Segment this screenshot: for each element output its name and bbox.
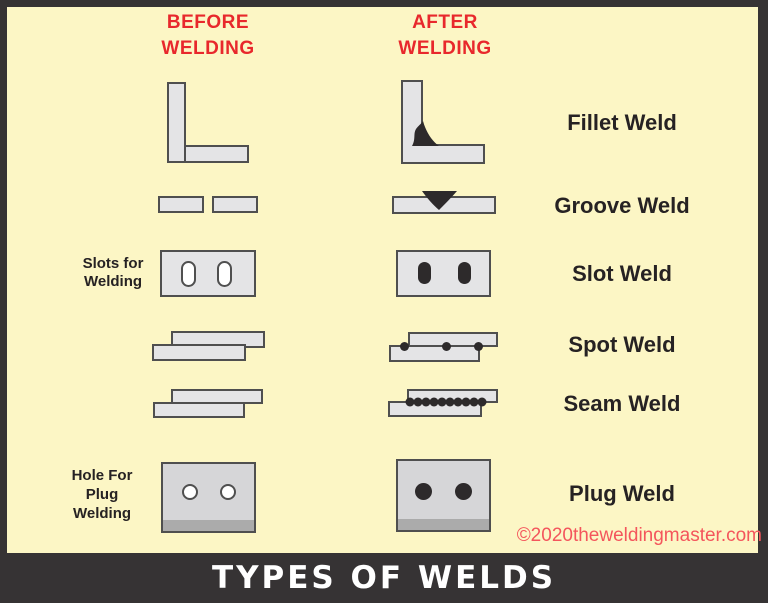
before-column-header: BEFORE WELDING bbox=[139, 10, 277, 62]
spot-weld-label: Spot Weld bbox=[568, 332, 676, 357]
bottom-plate-strip bbox=[163, 520, 254, 531]
diagram-background-panel bbox=[7, 7, 758, 553]
open-slot-icon bbox=[181, 261, 196, 287]
seam-weld-label: Seam Weld bbox=[563, 391, 681, 416]
plug-hole-icon bbox=[182, 484, 198, 500]
corner-joint-icon bbox=[167, 82, 186, 163]
open-slot-icon bbox=[217, 261, 232, 287]
spot-weld-dot-icon bbox=[442, 342, 451, 351]
groove-weld-label: Groove Weld bbox=[554, 193, 690, 218]
slot-weld-label: Slot Weld bbox=[572, 261, 672, 286]
bottom-plate-strip bbox=[398, 519, 489, 530]
corner-joint-fillet-bead-icon bbox=[401, 80, 485, 164]
slots-for-welding-caption: Slots for Welding bbox=[82, 255, 144, 290]
after-header-line2: WELDING bbox=[398, 38, 492, 59]
before-header-line1: BEFORE bbox=[166, 12, 250, 33]
stacked-plates-plugged-icon bbox=[396, 459, 491, 532]
plate-v-groove-bead-icon bbox=[392, 191, 496, 214]
lap-joint-icon bbox=[153, 402, 245, 418]
after-column-header: AFTER WELDING bbox=[376, 10, 514, 62]
stacked-plates-holes-icon bbox=[161, 462, 256, 533]
filled-slot-weld-icon bbox=[418, 262, 431, 284]
fillet-weld-label: Fillet Weld bbox=[567, 110, 677, 135]
plate-open-slots-icon bbox=[160, 250, 256, 297]
lap-joint-icon bbox=[152, 344, 246, 361]
corner-joint-icon bbox=[184, 145, 249, 163]
before-header-line2: WELDING bbox=[161, 38, 255, 59]
spot-weld-dot-icon bbox=[474, 342, 483, 351]
butt-plates-gap-icon bbox=[212, 196, 258, 213]
copyright-text: ©2020theweldingmaster.com bbox=[516, 525, 762, 546]
plate-filled-slots-icon bbox=[396, 250, 491, 297]
spot-weld-dot-icon bbox=[400, 342, 409, 351]
plug-weld-label: Plug Weld bbox=[569, 481, 675, 506]
filled-slot-weld-icon bbox=[458, 262, 471, 284]
butt-plates-gap-icon bbox=[158, 196, 204, 213]
seam-weld-dots-icon bbox=[405, 397, 487, 407]
after-header-line1: AFTER bbox=[412, 12, 478, 33]
plug-hole-icon bbox=[220, 484, 236, 500]
lap-joint-spot-dots-icon bbox=[389, 345, 480, 362]
page-title: TYPES OF WELDS bbox=[0, 553, 768, 603]
hole-for-plug-welding-caption: Hole For Plug Welding bbox=[71, 467, 133, 522]
plug-weld-filled-icon bbox=[455, 483, 472, 500]
plug-weld-filled-icon bbox=[415, 483, 432, 500]
